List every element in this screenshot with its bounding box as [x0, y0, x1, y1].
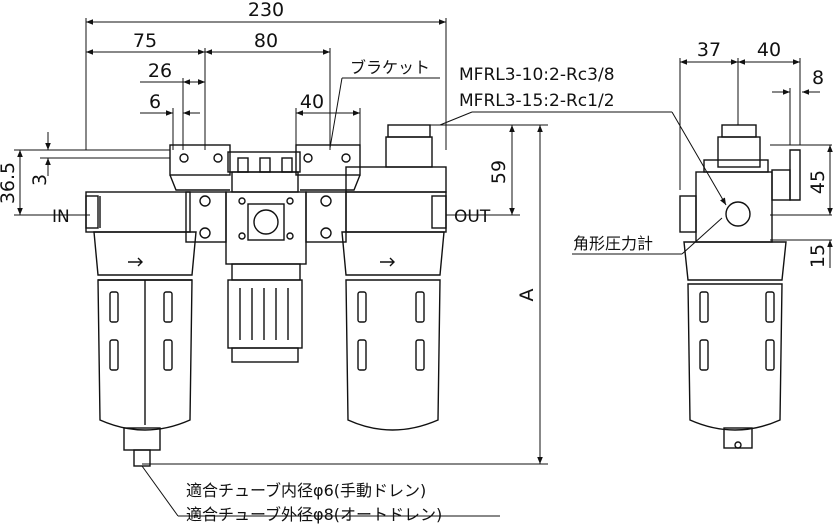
gauge-label: 角形圧力計 — [573, 234, 653, 253]
side-view — [439, 58, 833, 449]
regulator-unit — [185, 151, 347, 363]
inlet-label: IN — [52, 207, 70, 227]
bracket — [169, 144, 361, 191]
dim-bracket-hole-small: 6 — [149, 91, 161, 113]
dim-bracket-height-small: 3 — [29, 174, 51, 186]
drain-label-1: 適合チューブ内径φ6(手動ドレン) — [186, 481, 426, 500]
outlet-label: OUT — [454, 207, 491, 227]
filter-unit — [85, 191, 197, 467]
dim-left-to-center: 75 — [133, 30, 157, 52]
dimension-lines-top — [85, 18, 447, 150]
dim-side-bracket-thickness: 8 — [812, 67, 824, 89]
bracket-label: ブラケット — [350, 58, 430, 77]
dim-side-height-45: 45 — [807, 170, 829, 194]
dim-side-offset-right: 40 — [757, 39, 781, 61]
dim-center-spacing: 80 — [254, 30, 278, 52]
dim-side-height-15: 15 — [807, 244, 829, 268]
dim-overall-height: A — [516, 289, 538, 302]
drain-label-2: 適合チューブ外径φ8(オートドレン) — [186, 505, 442, 524]
dim-bracket-hole-offset: 26 — [148, 60, 172, 82]
callout-texts: ブラケット MFRL3-10:2-Rc3/8 MFRL3-15:2-Rc1/2 … — [52, 58, 653, 524]
front-view — [14, 18, 548, 517]
dimension-lines-side — [679, 58, 833, 268]
dimension-lines-right — [142, 124, 548, 465]
model-label-2: MFRL3-15:2-Rc1/2 — [459, 91, 615, 111]
dimension-texts: 230 75 80 26 6 40 3 36.5 59 A 37 40 8 45… — [0, 0, 829, 302]
dim-side-offset-left: 37 — [697, 39, 721, 61]
dim-bracket-width: 40 — [300, 91, 324, 113]
dim-port-height: 36.5 — [0, 162, 19, 204]
model-label-1: MFRL3-10:2-Rc3/8 — [459, 65, 615, 85]
dim-gauge-height: 59 — [488, 160, 510, 184]
dimension-lines-left — [14, 132, 170, 216]
dim-overall-width: 230 — [248, 0, 284, 21]
lubricator-unit — [341, 124, 447, 431]
